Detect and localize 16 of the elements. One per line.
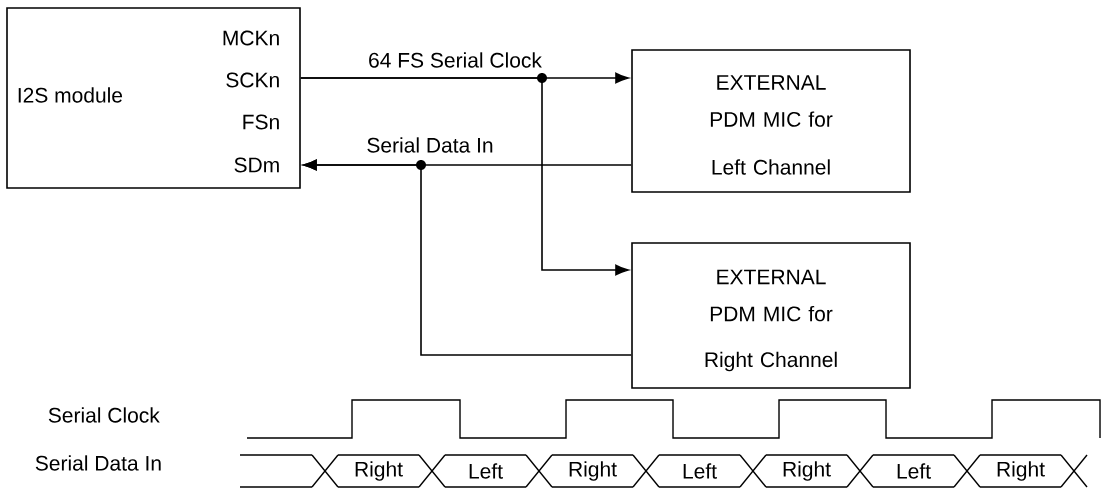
channel-label: Left — [469, 463, 503, 479]
channel-label: Right — [783, 461, 831, 481]
channel-label: Left — [683, 463, 717, 479]
channel-label: Left — [897, 463, 931, 479]
microphone-box: EXTERNAL PDM MIC for Right Channel — [631, 242, 911, 389]
signal-label: Serial Clock — [48, 407, 160, 423]
signal-label: Serial Data In — [35, 455, 161, 471]
channel-label: Right — [997, 461, 1045, 481]
microphone-box: EXTERNAL PDM MIC for Left Channel — [631, 49, 911, 193]
edge-label: Serial Data In — [365, 136, 495, 154]
channel-label: Right — [355, 461, 403, 481]
module-box: I2S module MCKn SCKn FSn SDm — [6, 7, 301, 189]
channel-label: Right — [569, 461, 617, 481]
arrow — [303, 159, 632, 356]
arrow — [300, 77, 629, 276]
edge-label: 64 FS Serial Clock — [367, 51, 543, 69]
